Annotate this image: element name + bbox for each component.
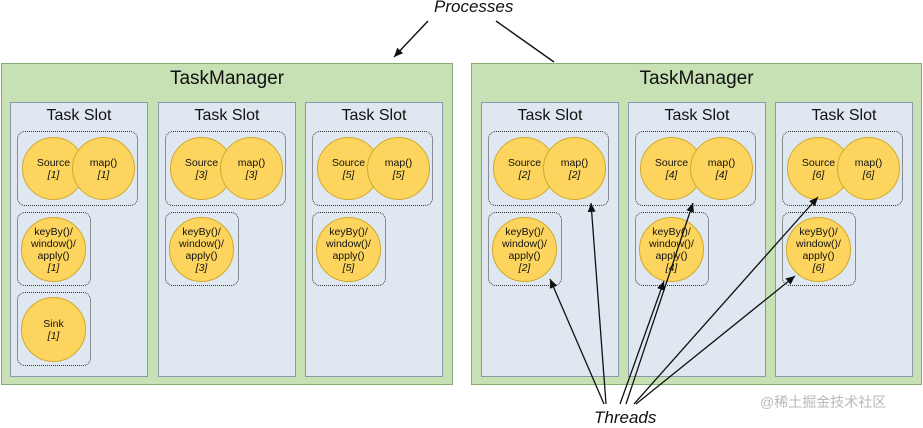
task-manager-title: TaskManager [639, 68, 754, 89]
thread-arrow [619, 280, 665, 405]
operator-keyby-window-apply: keyBy()/window()/apply()[4] [639, 217, 704, 282]
chain-group-source-map [165, 131, 286, 206]
thread-arrow [587, 202, 607, 405]
processes-label: Processes [434, 0, 514, 16]
thread-arrow [633, 196, 819, 405]
thread-arrow [635, 275, 796, 405]
threads-label: Threads [594, 408, 657, 427]
chain-group-keyby [782, 212, 856, 286]
chain-group-source-map [635, 131, 756, 206]
watermark: @稀土掘金技术社区 [760, 394, 887, 410]
operator-keyby-window-apply: keyBy()/window()/apply()[5] [316, 217, 381, 282]
operator-map: map()[5] [367, 137, 430, 200]
operator-keyby-window-apply: keyBy()/window()/apply()[1] [21, 217, 86, 282]
operator-keyby-window-apply: keyBy()/window()/apply()[2] [492, 217, 557, 282]
task-slot-title: Task Slot [811, 107, 877, 124]
thread-arrow [625, 202, 694, 405]
operator-map: map()[1] [72, 137, 135, 200]
chain-group-keyby [635, 212, 709, 286]
chain-group-source-map [17, 131, 138, 206]
process-arrow-left [393, 20, 429, 58]
operator-map: map()[6] [837, 137, 900, 200]
operator-map: map()[2] [543, 137, 606, 200]
chain-group-source-map [488, 131, 609, 206]
operator-sink: Sink[1] [21, 297, 86, 362]
chain-group-sink [17, 292, 91, 366]
chain-group-source-map [312, 131, 433, 206]
task-slot-title: Task Slot [46, 107, 112, 124]
task-slot-title: Task Slot [194, 107, 260, 124]
task-manager-title: TaskManager [169, 68, 285, 89]
chain-group-keyby [165, 212, 239, 286]
thread-arrow [549, 278, 605, 405]
operator-map: map()[3] [220, 137, 283, 200]
task-slot-title: Task Slot [664, 107, 730, 124]
chain-group-keyby [17, 212, 91, 286]
task-slot-title: Task Slot [517, 107, 583, 124]
chain-group-keyby [312, 212, 386, 286]
process-line-right [495, 20, 555, 63]
task-slot-title: Task Slot [341, 107, 407, 124]
operator-keyby-window-apply: keyBy()/window()/apply()[3] [169, 217, 234, 282]
chain-group-keyby [488, 212, 562, 286]
chain-group-source-map [782, 131, 903, 206]
operator-keyby-window-apply: keyBy()/window()/apply()[6] [786, 217, 851, 282]
operator-map: map()[4] [690, 137, 753, 200]
